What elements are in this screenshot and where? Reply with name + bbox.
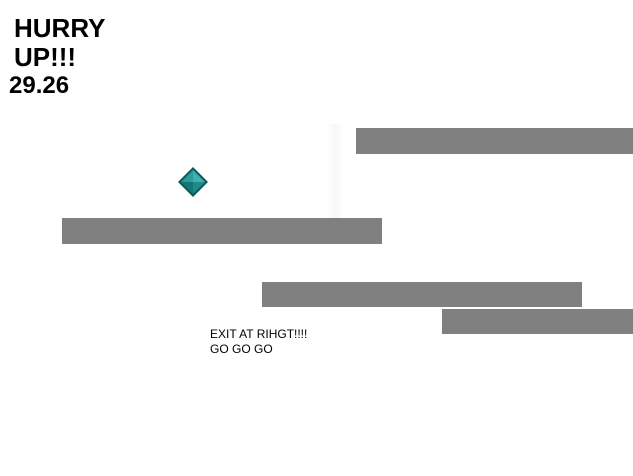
exit-hint-line-1: EXIT AT RIHGT!!!! [210,327,308,341]
platform-middle-left [62,218,382,244]
exit-hint-line-2: GO GO GO [210,342,273,356]
countdown-timer: 29.26 [9,72,70,99]
diamond-icon[interactable] [177,166,209,198]
platform-lower-right [442,309,633,334]
platform-top-right [356,128,633,154]
hurry-up-title: HURRY UP!!! [14,13,106,72]
light-pole [326,124,344,220]
platform-lower-middle [262,282,582,307]
exit-hint: EXIT AT RIHGT!!!! GO GO GO [210,327,307,357]
